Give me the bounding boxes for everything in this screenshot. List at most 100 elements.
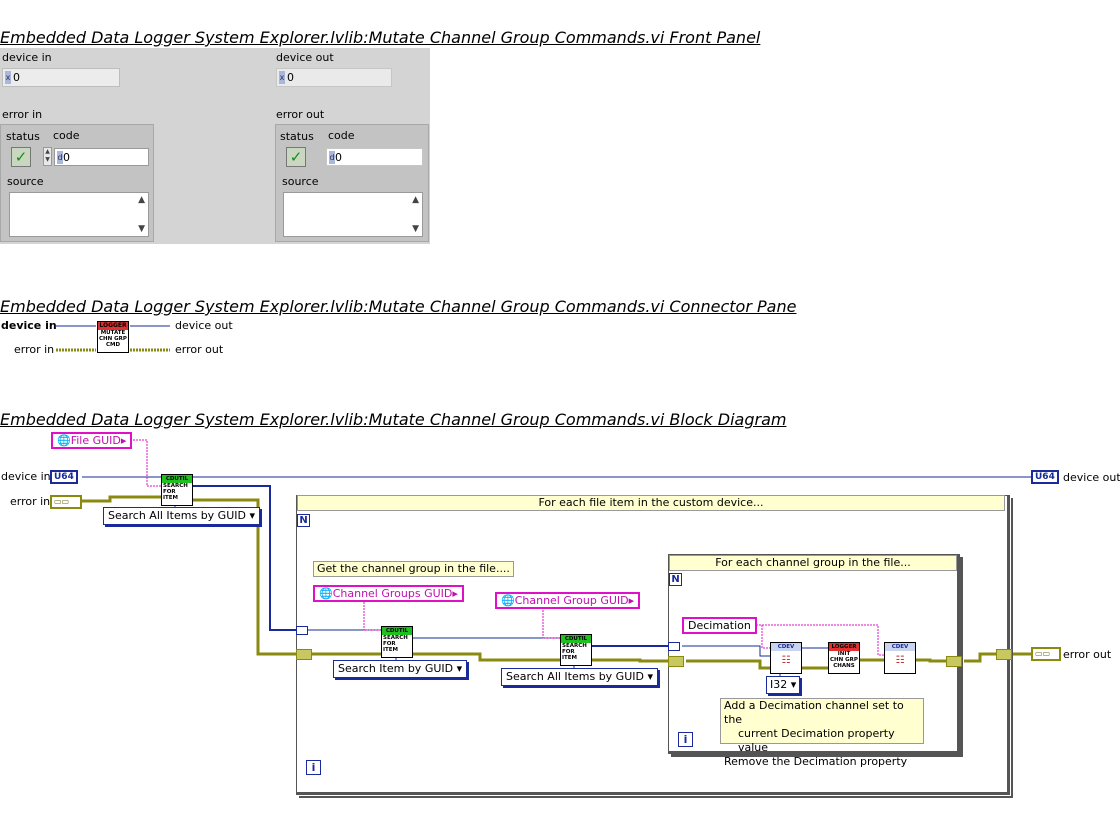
- error-out-code-label: code: [328, 129, 355, 142]
- decimation-constant[interactable]: Decimation: [682, 617, 757, 634]
- error-in-source-field[interactable]: ▲ ▼: [9, 192, 149, 237]
- outer-error-shift-register-right: [996, 649, 1012, 660]
- i32-representation[interactable]: I32 ▾: [766, 676, 801, 694]
- outer-error-shift-register-left: [296, 649, 312, 660]
- error-out-source-field[interactable]: ▲ ▼: [283, 192, 423, 237]
- for-text: FOR: [163, 489, 176, 495]
- connector-pane-title: Embedded Data Logger System Explorer.lvl…: [0, 297, 797, 316]
- list-icon: ☷: [895, 655, 905, 666]
- scroll-up-icon[interactable]: ▲: [412, 195, 419, 205]
- i32-label: I32: [770, 678, 788, 691]
- inner-for-loop[interactable]: [668, 554, 960, 754]
- error-out-source-label: source: [282, 175, 319, 188]
- init-text: INIT: [837, 651, 851, 657]
- error-out-status-indicator: ✓: [286, 147, 306, 167]
- error-out-label: error out: [276, 108, 325, 121]
- device-in-control[interactable]: x 0: [2, 68, 120, 87]
- error-in-code-label: code: [53, 129, 80, 142]
- radix-indicator: d: [57, 151, 63, 164]
- item-text: ITEM: [383, 647, 399, 653]
- cp-device-in: device in: [1, 319, 57, 332]
- cdev-banner: CDEV: [771, 643, 801, 651]
- channel-group-comment: Get the channel group in the file....: [313, 561, 514, 577]
- search-for-item-subvi-2[interactable]: CDUTIL SEARCH FOR ITEM: [381, 626, 413, 658]
- error-out-code-field: d 0: [326, 148, 423, 166]
- for-text: FOR: [562, 649, 575, 655]
- vi-icon-text-3: CMD: [105, 342, 121, 348]
- inner-n-terminal[interactable]: N: [669, 573, 682, 586]
- channel-group-guid-constant[interactable]: 🌐Channel Group GUID▸: [495, 592, 641, 609]
- logger-init-chn-grp-chans-subvi[interactable]: LOGGER INIT CHN GRP CHANS: [828, 642, 860, 674]
- bd-device-out-label: device out: [1063, 471, 1120, 484]
- cdutil-banner: CDUTIL: [382, 627, 412, 635]
- cdev-banner: CDEV: [885, 643, 915, 651]
- dropdown-arrow-icon: ▾: [790, 678, 797, 691]
- front-panel-title: Embedded Data Logger System Explorer.lvl…: [0, 28, 761, 47]
- chn-grp-text: CHN GRP: [830, 657, 858, 663]
- vi-icon-text-1: MUTATE: [100, 330, 126, 336]
- cp-device-out: device out: [175, 319, 233, 332]
- device-out-value: 0: [287, 71, 294, 84]
- scroll-up-icon[interactable]: ▲: [138, 195, 145, 205]
- enum-label: Search Item by GUID: [338, 662, 454, 675]
- bd-device-in-label: device in: [1, 470, 51, 483]
- connector-wires: [56, 325, 170, 352]
- device-out-indicator: x 0: [276, 68, 392, 87]
- enum-label: Search All Items by GUID: [506, 670, 644, 683]
- code-spinner[interactable]: ▲▼: [43, 147, 52, 166]
- error-in-code-field[interactable]: d 0: [54, 148, 149, 166]
- arrow-right-icon: ▸: [628, 594, 635, 607]
- outer-loop-comment: For each file item in the custom device.…: [297, 495, 1005, 511]
- search-all-enum-1[interactable]: Search All Items by GUID ▾: [103, 507, 260, 525]
- arrow-right-icon: ▸: [120, 434, 127, 447]
- scroll-down-icon[interactable]: ▼: [138, 224, 145, 234]
- file-guid-constant[interactable]: 🌐File GUID▸: [51, 432, 133, 449]
- channel-groups-guid-label: Channel Groups GUID: [332, 587, 453, 600]
- search-for-item-subvi-1[interactable]: CDUTIL SEARCH FOR ITEM: [161, 474, 193, 506]
- for-text: FOR: [383, 641, 396, 647]
- scroll-down-icon[interactable]: ▼: [412, 224, 419, 234]
- radix-indicator: d: [329, 151, 335, 164]
- error-in-cluster: status code ✓ ▲▼ d 0 source ▲ ▼: [0, 124, 154, 242]
- radix-indicator: x: [279, 71, 285, 84]
- item-text: ITEM: [163, 495, 179, 501]
- device-out-terminal[interactable]: U64: [1031, 470, 1059, 484]
- error-in-source-label: source: [7, 175, 44, 188]
- note-line-3: Remove the Decimation property: [724, 755, 908, 768]
- search-for-item-subvi-3[interactable]: CDUTIL SEARCH FOR ITEM: [560, 634, 592, 666]
- channel-groups-guid-constant[interactable]: 🌐Channel Groups GUID▸: [313, 585, 464, 602]
- search-all-enum-2[interactable]: Search All Items by GUID ▾: [501, 668, 658, 686]
- vi-icon-banner: LOGGER: [98, 322, 128, 330]
- cp-error-out: error out: [175, 343, 224, 356]
- error-in-code-value: 0: [63, 151, 70, 164]
- outer-i-terminal: i: [306, 760, 321, 775]
- error-out-cluster: status code ✓ d 0 source ▲ ▼: [275, 124, 429, 242]
- vi-icon: LOGGER MUTATE CHN GRP CMD: [97, 321, 129, 353]
- error-in-status-checkbox[interactable]: ✓: [11, 147, 31, 167]
- outer-n-terminal[interactable]: N: [297, 514, 310, 527]
- cdev-subvi-1[interactable]: CDEV ☷: [770, 642, 802, 674]
- search-item-enum[interactable]: Search Item by GUID ▾: [333, 660, 468, 678]
- cp-error-in: error in: [14, 343, 55, 356]
- u64-label: U64: [1035, 472, 1055, 482]
- inner-i-terminal: i: [678, 732, 693, 747]
- dropdown-arrow-icon: ▾: [647, 670, 653, 683]
- inner-error-shift-register-right: [946, 656, 962, 667]
- radix-indicator: x: [5, 71, 11, 84]
- error-out-terminal[interactable]: ▭▭: [1031, 647, 1061, 661]
- u64-label: U64: [54, 472, 74, 482]
- error-out-code-value: 0: [335, 151, 342, 164]
- enum-label: Search All Items by GUID: [108, 509, 246, 522]
- globe-icon: 🌐: [319, 587, 333, 600]
- inner-error-shift-register-left: [668, 656, 684, 667]
- search-text: SEARCH: [163, 483, 188, 489]
- note-line-1: Add a Decimation channel set to the: [724, 699, 904, 726]
- device-in-label: device in: [2, 51, 52, 64]
- error-in-terminal[interactable]: ▭▭: [50, 495, 82, 509]
- device-in-terminal[interactable]: U64: [50, 470, 78, 484]
- cdev-subvi-2[interactable]: CDEV ☷: [884, 642, 916, 674]
- device-out-label: device out: [276, 51, 334, 64]
- decimation-note: Add a Decimation channel set to the curr…: [720, 698, 924, 768]
- error-in-status-label: status: [6, 130, 40, 143]
- list-icon: ☷: [781, 655, 791, 666]
